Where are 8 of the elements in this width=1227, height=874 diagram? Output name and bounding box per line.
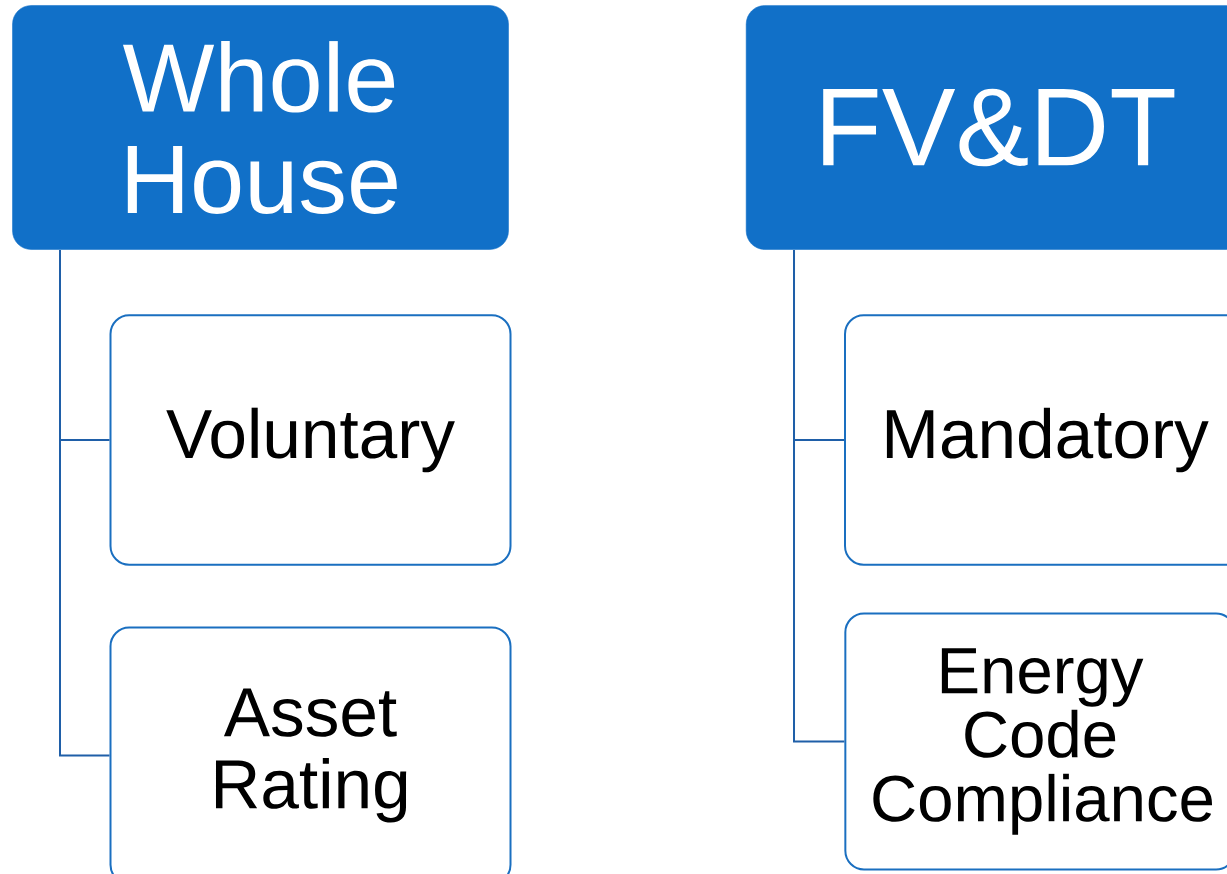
category-box: Whole House	[12, 5, 509, 250]
category-box: FV&DT	[745, 5, 1227, 250]
item-box: Energy Code Compliance	[844, 612, 1227, 871]
connector-line	[793, 249, 846, 743]
item-box: Mandatory	[844, 314, 1227, 566]
item-box: Asset Rating	[109, 626, 512, 874]
connector-line	[59, 249, 111, 757]
item-box: Voluntary	[109, 314, 512, 566]
